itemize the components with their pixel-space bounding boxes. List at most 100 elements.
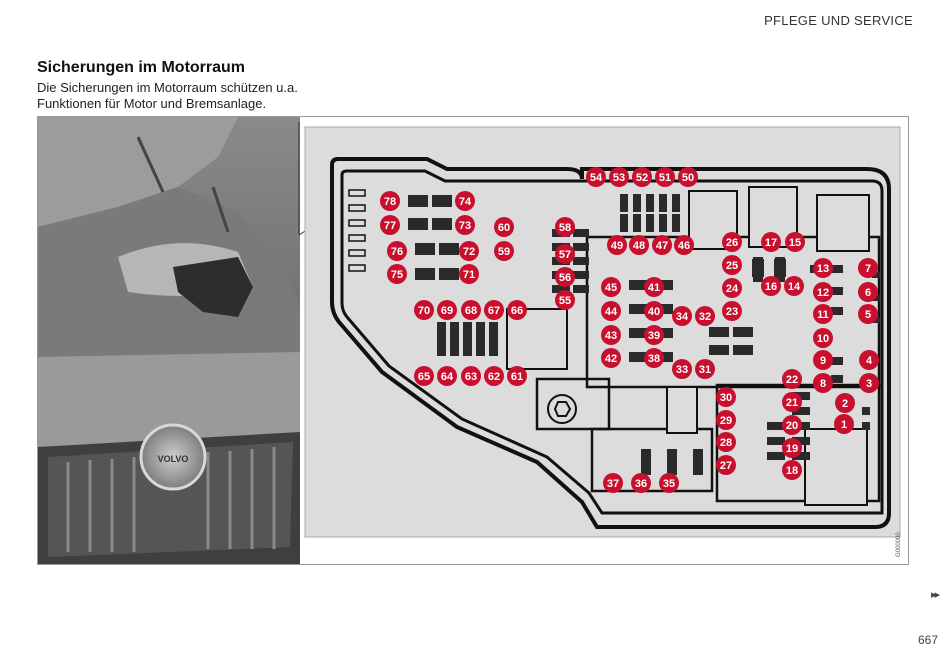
fuse-callout-12: 12	[813, 282, 833, 302]
fuse-callout-76: 76	[387, 241, 407, 261]
fuse-slot	[489, 322, 498, 356]
fuse-callout-64: 64	[437, 366, 457, 386]
fuse-slot	[629, 304, 649, 314]
fuse-number-label: 35	[663, 478, 675, 490]
fuse-slot	[476, 322, 485, 356]
fuse-number-label: 10	[817, 333, 829, 345]
fuse-number-label: 2	[842, 398, 848, 410]
fuse-slot	[450, 322, 459, 356]
fuse-number-label: 23	[726, 306, 738, 318]
fuse-number-label: 22	[786, 374, 798, 386]
fuse-callout-63: 63	[461, 366, 481, 386]
fuse-callout-34: 34	[672, 306, 692, 326]
fuse-callout-70: 70	[414, 300, 434, 320]
fuse-number-label: 44	[605, 306, 618, 318]
fuse-callout-4: 4	[859, 350, 879, 370]
fuse-slot	[408, 218, 428, 230]
fuse-number-label: 28	[720, 437, 732, 449]
fuse-slot	[629, 328, 649, 338]
fuse-number-label: 61	[511, 371, 523, 383]
fuse-callout-17: 17	[761, 232, 781, 252]
fuse-callout-49: 49	[607, 235, 627, 255]
fuse-number-label: 64	[441, 371, 454, 383]
fuse-slot	[659, 214, 667, 232]
engine-bay-photo: VOLVO	[38, 117, 300, 564]
fuse-callout-66: 66	[507, 300, 527, 320]
fuse-callout-27: 27	[716, 455, 736, 475]
fuse-number-label: 56	[559, 272, 571, 284]
fuse-number-label: 3	[866, 378, 872, 390]
fuse-slot	[552, 285, 570, 293]
fuse-number-label: 24	[726, 283, 739, 295]
fuse-callout-67: 67	[484, 300, 504, 320]
fuse-callout-50: 50	[678, 167, 698, 187]
fuse-slot	[872, 272, 880, 278]
fuse-callout-65: 65	[414, 366, 434, 386]
fuse-slot	[629, 352, 649, 362]
fuse-callout-47: 47	[652, 235, 672, 255]
fuse-callout-32: 32	[695, 306, 715, 326]
fuse-slot	[439, 243, 459, 255]
fuse-number-label: 5	[865, 309, 871, 321]
fuse-callout-56: 56	[555, 267, 575, 287]
fuse-number-label: 48	[633, 240, 645, 252]
fuse-number-label: 63	[465, 371, 477, 383]
fuse-number-label: 57	[559, 249, 571, 261]
fuse-callout-9: 9	[813, 350, 833, 370]
fuse-number-label: 1	[841, 419, 847, 431]
description-line-1: Die Sicherungen im Motorraum schützen u.…	[37, 80, 298, 95]
fuse-slot	[408, 195, 428, 207]
fuse-number-label: 70	[418, 305, 430, 317]
fuse-callout-1: 1	[834, 414, 854, 434]
fuse-number-label: 12	[817, 287, 829, 299]
fuse-slot	[792, 407, 810, 415]
fuse-slot	[476, 342, 485, 354]
fuse-callout-10: 10	[813, 328, 833, 348]
fuse-number-label: 72	[463, 246, 475, 258]
fuse-slot	[862, 407, 870, 415]
fuse-callout-25: 25	[722, 255, 742, 275]
fuse-number-label: 41	[648, 282, 660, 294]
fuse-number-label: 74	[459, 196, 472, 208]
fuse-number-label: 49	[611, 240, 623, 252]
description-line-2: Funktionen für Motor und Bremsanlage.	[37, 96, 267, 111]
fuse-slot	[767, 437, 785, 445]
fuse-number-label: 7	[865, 263, 871, 275]
fuse-number-label: 71	[463, 269, 475, 281]
fuse-number-label: 58	[559, 222, 571, 234]
fuse-slot	[709, 345, 729, 355]
fuse-slot	[831, 375, 843, 383]
fuse-callout-51: 51	[655, 167, 675, 187]
fuse-callout-6: 6	[858, 282, 878, 302]
fuse-callout-69: 69	[437, 300, 457, 320]
fuse-number-label: 21	[786, 397, 798, 409]
fuse-slot	[463, 322, 472, 356]
fuse-number-label: 52	[636, 172, 648, 184]
fuse-number-label: 11	[817, 309, 829, 321]
fuse-number-label: 45	[605, 282, 617, 294]
page-number: 667	[917, 633, 938, 647]
fuse-callout-28: 28	[716, 432, 736, 452]
fuse-number-label: 14	[788, 281, 801, 293]
fuse-number-label: 33	[676, 364, 688, 376]
fuse-number-label: 47	[656, 240, 668, 252]
fuse-slot	[792, 437, 810, 445]
fuse-callout-55: 55	[555, 290, 575, 310]
fuse-callout-68: 68	[461, 300, 481, 320]
fuse-slot	[792, 392, 810, 400]
fuse-callout-2: 2	[835, 393, 855, 413]
fuse-number-label: 77	[384, 220, 396, 232]
fuse-slot	[831, 357, 843, 365]
fuse-slot	[672, 214, 680, 232]
fuse-slot	[629, 280, 649, 290]
fuse-slot	[659, 194, 667, 212]
fuse-number-label: 20	[786, 420, 798, 432]
fuse-callout-48: 48	[629, 235, 649, 255]
fuse-slot	[733, 327, 753, 337]
fuse-number-label: 50	[682, 172, 694, 184]
fuse-number-label: 54	[590, 172, 603, 184]
fuse-callout-59: 59	[494, 241, 514, 261]
fuse-callout-7: 7	[858, 258, 878, 278]
fuse-callout-72: 72	[459, 241, 479, 261]
fuse-slot	[432, 218, 452, 230]
